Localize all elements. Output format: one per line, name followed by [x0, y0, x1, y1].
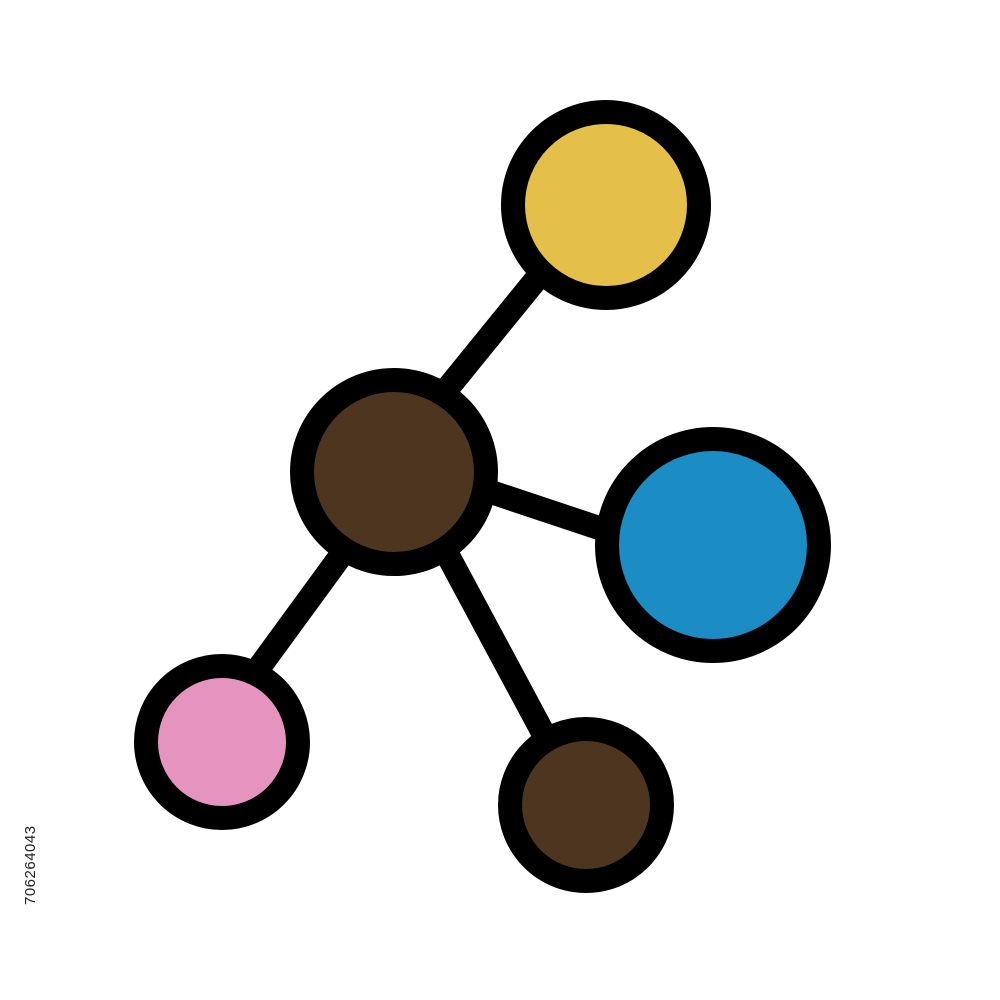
node-bottom-left	[134, 654, 310, 830]
node-top	[501, 100, 711, 310]
node-right	[595, 427, 831, 663]
stock-id-watermark: 706264043	[22, 825, 39, 905]
node-bottom	[498, 717, 674, 893]
node-center	[290, 368, 498, 576]
connector-bottom-left	[238, 538, 357, 692]
connector-bottom	[433, 538, 567, 767]
